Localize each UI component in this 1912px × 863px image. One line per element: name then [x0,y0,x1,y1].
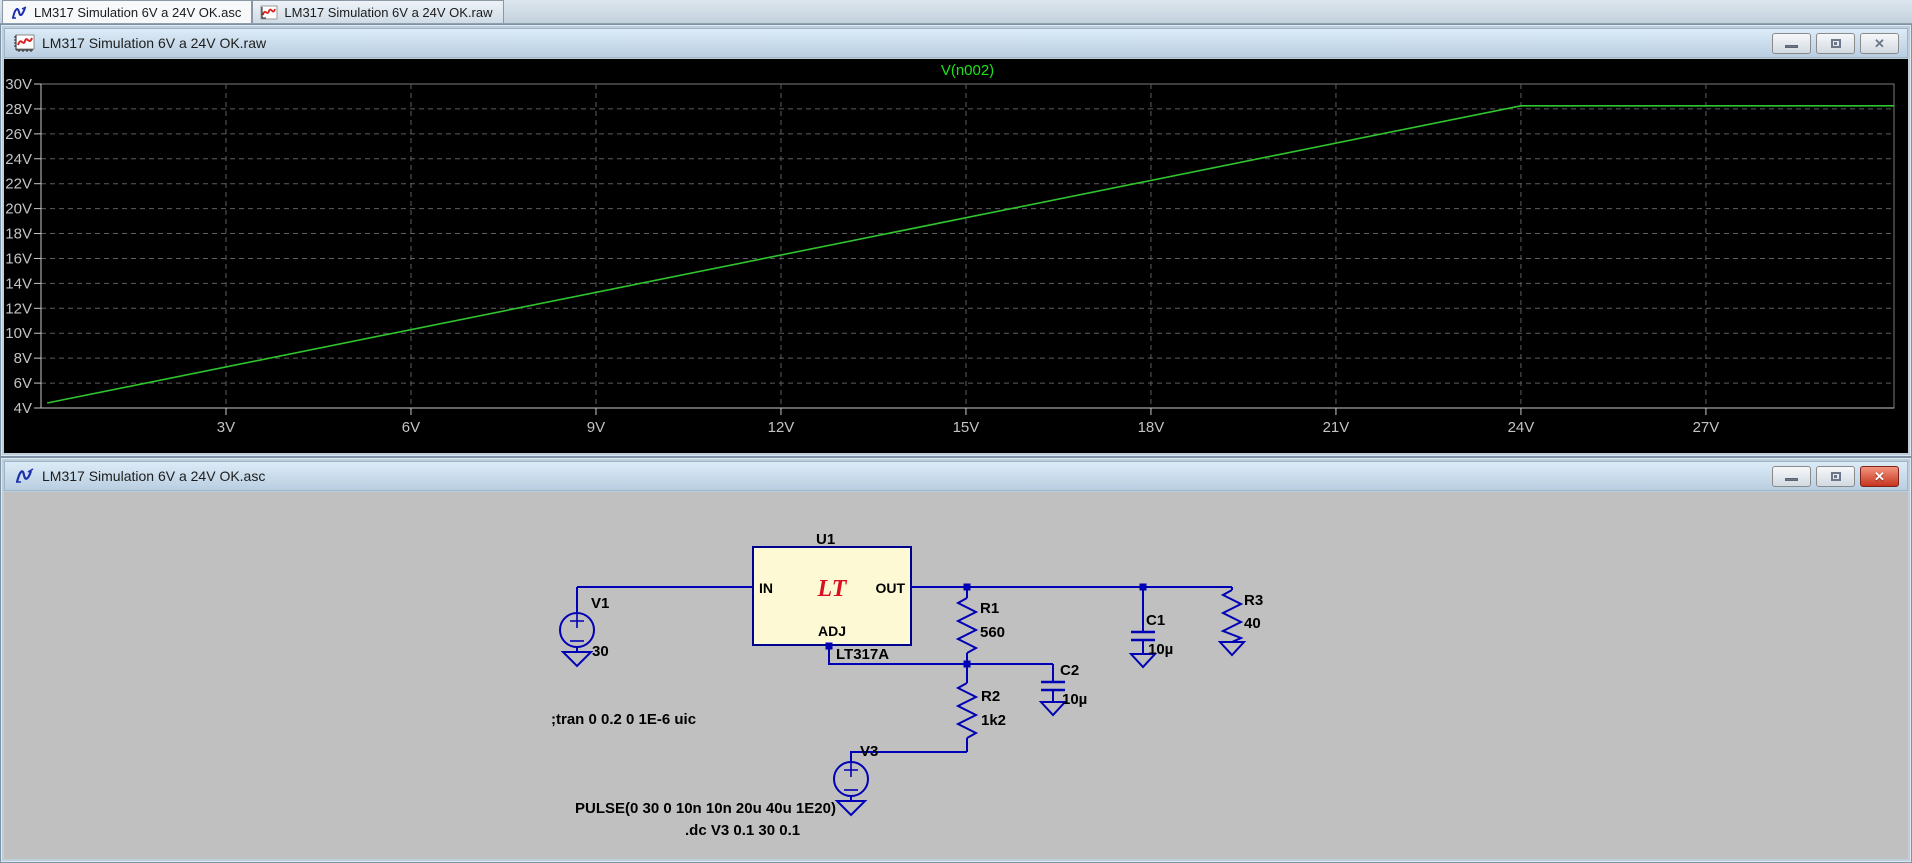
wire-v3-net[interactable] [850,751,967,762]
node-junction [825,642,833,650]
r3-value-label[interactable]: 40 [1244,615,1261,632]
schematic-window: LM317 Simulation 6V a 24V OK.asc ✕ [0,457,1912,863]
svg-text:15V: 15V [953,419,980,436]
schematic-drawing: U1 IN OUT ADJ LT LT317A V1 30 R1 560 R2 … [551,531,1263,839]
tab-schematic-file[interactable]: LM317 Simulation 6V a 24V OK.asc [2,0,253,23]
schematic-titlebar[interactable]: LM317 Simulation 6V a 24V OK.asc ✕ [4,461,1908,491]
restore-button[interactable] [1816,465,1855,487]
lt-logo: LT [817,576,848,602]
svg-text:26V: 26V [5,126,32,143]
u1-pin-adj-label: ADJ [818,623,846,639]
svg-text:9V: 9V [587,419,605,436]
c1-ref-label[interactable]: C1 [1146,612,1165,629]
document-tab-bar: LM317 Simulation 6V a 24V OK.asc LM317 S… [0,0,1912,24]
v1-value-label[interactable]: 30 [592,643,609,660]
schematic-icon [10,5,28,20]
svg-text:V(n002): V(n002) [941,62,994,79]
waveform-icon [13,34,35,52]
u1-ref-label[interactable]: U1 [816,531,835,548]
svg-text:18V: 18V [5,226,32,243]
close-button[interactable]: ✕ [1860,32,1899,54]
v1-ref-label[interactable]: V1 [591,595,609,612]
svg-text:20V: 20V [5,201,32,218]
c1-value-label[interactable]: 10µ [1148,641,1173,658]
tran-directive-text[interactable]: ;tran 0 0.2 0 1E-6 uic [551,711,696,728]
close-button[interactable]: ✕ [1860,465,1899,487]
c2-value-label[interactable]: 10µ [1062,691,1087,708]
component-c1[interactable] [1128,587,1158,669]
c2-ref-label[interactable]: C2 [1060,662,1079,679]
r1-ref-label[interactable]: R1 [980,600,999,617]
svg-text:8V: 8V [14,350,32,367]
node-junction [1139,583,1147,591]
svg-text:3V: 3V [217,419,235,436]
component-r3[interactable] [1217,587,1247,657]
minimize-button[interactable] [1772,465,1811,487]
component-r2[interactable] [955,664,979,752]
svg-text:6V: 6V [402,419,420,436]
r1-value-label[interactable]: 560 [980,624,1005,641]
component-v3[interactable] [833,761,869,817]
waveform-chart[interactable]: 4V 6V 8V 10V 12V 14V 16V 18V 20V 22V 24V 26V 28V 30V 3… [4,59,1908,453]
tab-label: LM317 Simulation 6V a 24V OK.asc [34,4,242,20]
svg-text:12V: 12V [5,300,32,317]
node-junction [963,583,971,591]
svg-text:4V: 4V [14,400,32,417]
svg-text:14V: 14V [5,275,32,292]
tab-waveform-file[interactable]: LM317 Simulation 6V a 24V OK.raw [252,0,504,23]
svg-text:16V: 16V [5,250,32,267]
component-u1[interactable] [752,546,912,646]
svg-text:30V: 30V [5,76,32,93]
component-v1[interactable] [559,612,595,668]
svg-text:22V: 22V [5,176,32,193]
schematic-icon [13,467,35,485]
waveform-icon [260,5,278,20]
schematic-window-title: LM317 Simulation 6V a 24V OK.asc [42,468,266,484]
schematic-canvas[interactable]: U1 IN OUT ADJ LT LT317A V1 30 R1 560 R2 … [4,492,1908,859]
waveform-window-controls: ✕ [1772,32,1899,54]
r2-value-label[interactable]: 1k2 [981,712,1006,729]
tab-label: LM317 Simulation 6V a 24V OK.raw [284,4,493,20]
u1-part-label[interactable]: LT317A [836,646,889,663]
svg-text:21V: 21V [1323,419,1350,436]
r3-ref-label[interactable]: R3 [1244,592,1263,609]
svg-text:28V: 28V [5,101,32,118]
svg-text:6V: 6V [14,375,32,392]
u1-pin-out-label: OUT [875,580,905,596]
v3-pulse-value-text[interactable]: PULSE(0 30 0 10n 10n 20u 40u 1E20) [575,800,836,817]
restore-button[interactable] [1816,32,1855,54]
schematic-window-controls: ✕ [1772,465,1899,487]
svg-text:24V: 24V [5,151,32,168]
svg-text:10V: 10V [5,325,32,342]
waveform-titlebar[interactable]: LM317 Simulation 6V a 24V OK.raw ✕ [4,28,1908,58]
waveform-window-title: LM317 Simulation 6V a 24V OK.raw [42,35,267,51]
svg-text:27V: 27V [1693,419,1720,436]
component-r1[interactable] [955,587,979,664]
svg-text:24V: 24V [1508,419,1535,436]
svg-text:18V: 18V [1138,419,1165,436]
wire-adj-net[interactable] [828,646,1053,665]
r2-ref-label[interactable]: R2 [981,688,1000,705]
u1-pin-in-label: IN [759,580,773,596]
dc-directive-text[interactable]: .dc V3 0.1 30 0.1 [685,822,800,839]
minimize-button[interactable] [1772,32,1811,54]
component-c2[interactable] [1038,664,1068,717]
waveform-plot[interactable]: 4V 6V 8V 10V 12V 14V 16V 18V 20V 22V 24V 26V 28V 30V 3… [4,59,1908,453]
waveform-window: LM317 Simulation 6V a 24V OK.raw ✕ 4V 6V 8… [0,24,1912,457]
node-junction [963,660,971,668]
v3-ref-label[interactable]: V3 [860,743,878,760]
wire-in-net[interactable] [576,586,753,613]
svg-text:12V: 12V [768,419,795,436]
